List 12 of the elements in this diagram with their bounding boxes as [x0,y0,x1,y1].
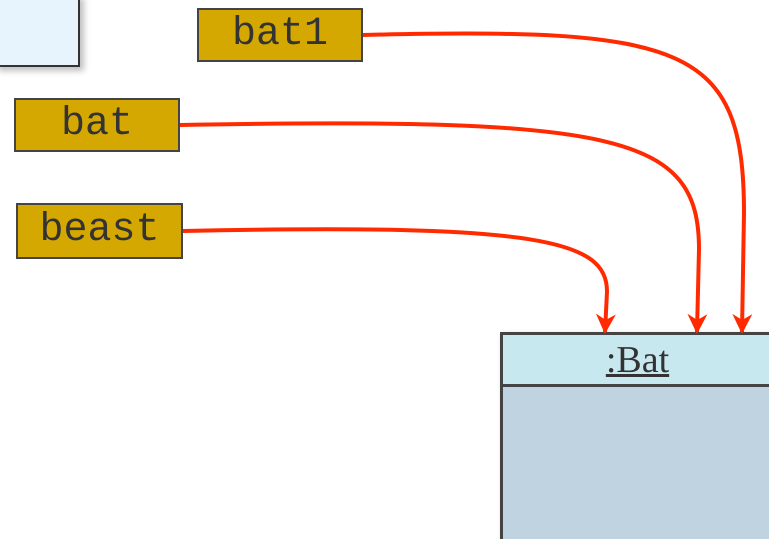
variable-box [197,8,363,62]
arrow [362,32,752,334]
variable-name: beast [39,211,160,251]
note-box [0,0,80,67]
arrow [182,227,616,334]
object-name: :Bat [606,340,670,378]
arrow [180,122,708,334]
variable-name: bat1 [232,15,328,55]
object-box [500,332,769,539]
variable-box [16,203,183,259]
variable-name: bat [60,105,133,145]
variable-box [14,98,180,152]
